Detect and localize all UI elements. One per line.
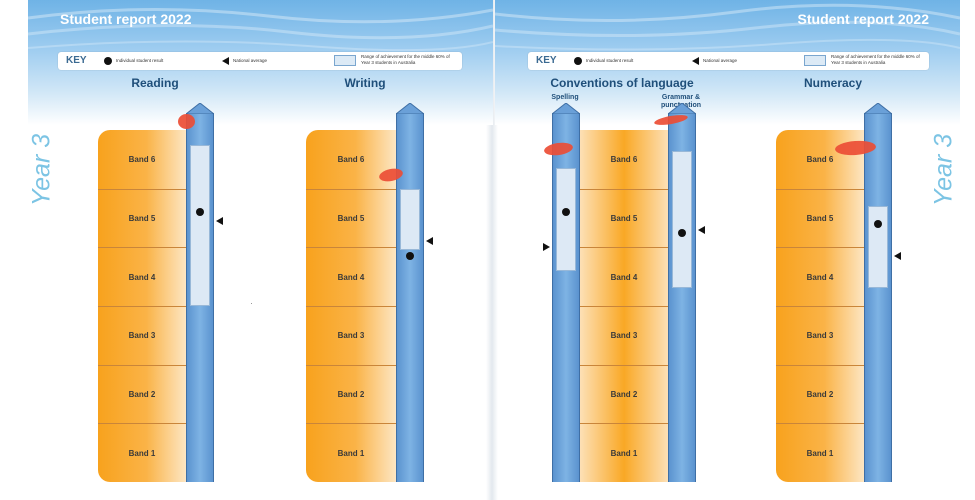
band-cell: Band 5 (580, 188, 668, 248)
grammar-column (668, 103, 705, 482)
band-cell: Band 1 (776, 423, 864, 482)
year-label: Year 3 (930, 130, 958, 210)
student-result-dot (874, 219, 882, 228)
student-result-dot-icon (574, 57, 582, 65)
band-cell: Band 2 (98, 364, 186, 424)
middle-60-range-bar (672, 150, 692, 289)
student-result-dot (196, 208, 204, 217)
band-cell: Band 5 (776, 188, 864, 248)
national-average-triangle (543, 243, 550, 252)
column-cap (186, 103, 214, 114)
band-cell: Band 6 (337, 154, 365, 164)
column-cap (864, 103, 892, 114)
spelling-column (543, 103, 580, 482)
band-cell: Band 3 (306, 306, 396, 365)
band-cell: Band 1 (306, 423, 396, 482)
band-cell: Band 5 (98, 188, 186, 248)
band-cell: Band 3 (580, 306, 668, 365)
national-average-triangle (894, 252, 901, 261)
student-result-dot-icon (104, 57, 112, 65)
key-individual-text: Individual student result (116, 58, 164, 63)
student-result-dot (406, 252, 414, 261)
band-cell: Band 2 (776, 364, 864, 424)
band-cell: Band 4 (98, 247, 186, 306)
year-label-text: Year 3 (28, 133, 56, 207)
range-swatch-icon (804, 55, 826, 66)
key-national-text: National average (233, 58, 268, 63)
band-cell: Band 4 (776, 247, 864, 306)
middle-60-range-bar (556, 168, 576, 271)
band-cell: Band 4 (306, 247, 396, 306)
writing-column (396, 103, 433, 482)
national-average-triangle (216, 216, 223, 225)
band-cell: Band 6 (806, 154, 834, 164)
key-range-text: Range of achievement for the middle 60% … (361, 54, 450, 65)
numeracy-title: Numeracy (803, 76, 863, 90)
wave-decoration (28, 7, 493, 52)
band-cell: Band 2 (306, 364, 396, 424)
right-page: Student report 2022 KEY Individual stude… (495, 0, 960, 500)
national-average-triangle-icon (222, 57, 229, 65)
column-cap (668, 103, 696, 114)
numeracy-column (864, 103, 901, 482)
band-cell: Band 1 (580, 423, 668, 482)
wave-decoration (495, 3, 960, 51)
range-swatch-icon (334, 55, 356, 66)
band-cell: Band 2 (580, 364, 668, 424)
year-label-text: Year 3 (929, 133, 958, 207)
reading-column (186, 103, 223, 482)
national-average-triangle (698, 225, 705, 234)
column-cap (552, 103, 580, 114)
red-annotation-mark (178, 114, 195, 129)
middle-60-range-bar (190, 144, 210, 306)
key-label: KEY (536, 55, 557, 66)
writing-title: Writing (344, 76, 386, 90)
spelling-label: Spelling (551, 94, 579, 101)
middle-60-range-bar (868, 206, 888, 289)
column-cap (396, 103, 424, 114)
national-average-triangle-icon (692, 57, 699, 65)
key-label: KEY (66, 55, 87, 66)
band-cell: Band 3 (776, 306, 864, 365)
band-cell: Band 5 (306, 188, 396, 248)
scan-speck (251, 303, 252, 304)
conventions-title: Conventions of language (550, 76, 694, 90)
key-range-text: Range of achievement for the middle 60% … (831, 54, 920, 65)
student-result-dot (678, 228, 686, 237)
middle-60-range-bar (400, 188, 420, 251)
left-page: Student report 2022 KEY Individual stude… (28, 0, 493, 500)
band-cell: Band 4 (580, 247, 668, 306)
national-average-triangle (426, 237, 433, 246)
key-legend: KEY Individual student result National a… (528, 52, 929, 70)
band-cell: Band 1 (98, 423, 186, 482)
band-cell: Band 6 (610, 154, 638, 164)
report-title: Student report 2022 (60, 11, 192, 27)
key-legend: KEY Individual student result National a… (58, 52, 462, 70)
reading-title: Reading (131, 76, 179, 90)
page-gutter (486, 0, 498, 500)
key-national-text: National average (703, 58, 738, 63)
band-cell: Band 3 (98, 306, 186, 365)
report-title: Student report 2022 (797, 11, 929, 27)
band-cell: Band 6 (128, 154, 156, 164)
key-individual-text: Individual student result (586, 58, 634, 63)
student-result-dot (562, 208, 570, 217)
year-label: Year 3 (28, 130, 56, 210)
